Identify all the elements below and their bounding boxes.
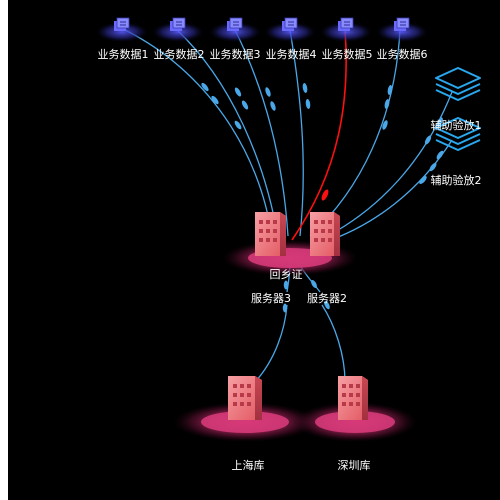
data-source-node[interactable] xyxy=(152,17,204,42)
flow-particle xyxy=(419,176,427,184)
diagram-canvas: 业务数据1 业务数据2 业务数据3 业务数据4 业务数据5 业务数据6 辅助验放… xyxy=(96,17,482,472)
data-source-label: 业务数据5 xyxy=(322,47,373,61)
building-icon xyxy=(255,212,286,256)
database-stack-icon xyxy=(227,17,243,31)
hub-node[interactable] xyxy=(222,212,358,276)
data-source-node[interactable] xyxy=(264,17,316,42)
layer-stack-icon xyxy=(435,67,481,101)
flow-particle xyxy=(270,101,276,111)
flow-particle xyxy=(382,120,388,130)
store-label: 上海库 xyxy=(232,458,265,472)
data-source-node[interactable] xyxy=(96,17,148,42)
flow-particle xyxy=(436,150,444,160)
aux-node[interactable] xyxy=(435,67,481,101)
flow-particle xyxy=(241,100,249,110)
flow-particle xyxy=(424,135,432,145)
flow-particles-highlight xyxy=(321,189,329,201)
data-source-node[interactable] xyxy=(320,17,372,42)
data-source-node[interactable] xyxy=(209,17,261,42)
database-stack-icon xyxy=(114,17,130,31)
data-source-label: 业务数据3 xyxy=(210,47,261,61)
link-server3-shanghai xyxy=(254,304,288,383)
flow-particle xyxy=(283,280,289,290)
data-source-label: 业务数据2 xyxy=(154,47,205,61)
aux-node[interactable] xyxy=(435,117,481,151)
layer-stack-icon xyxy=(435,117,481,151)
flow-particle xyxy=(265,87,271,97)
building-icon xyxy=(338,376,368,420)
link-aux1-hub xyxy=(319,91,453,241)
link-data5-hub xyxy=(291,29,347,241)
flow-particle xyxy=(234,87,242,97)
aux-nodes xyxy=(435,67,481,151)
server-label: 服务器2 xyxy=(307,292,347,305)
topology-diagram: 业务数据1 业务数据2 业务数据3 业务数据4 业务数据5 业务数据6 辅助验放… xyxy=(8,0,500,500)
data-source-nodes xyxy=(96,17,428,42)
data-source-label: 业务数据1 xyxy=(98,47,149,61)
links xyxy=(124,29,453,383)
flow-particle xyxy=(211,95,219,105)
store-node-shenzhen[interactable] xyxy=(293,376,417,442)
database-stack-icon xyxy=(282,17,298,31)
store-node-shanghai[interactable] xyxy=(173,376,317,442)
flow-particle xyxy=(201,82,209,92)
flow-particle xyxy=(305,99,311,109)
flow-particle xyxy=(429,162,437,172)
server-label: 服务器3 xyxy=(251,292,291,305)
link-data2-hub xyxy=(176,29,279,239)
store-label: 深圳库 xyxy=(338,459,371,472)
link-data1-hub xyxy=(124,29,273,239)
data-source-node[interactable] xyxy=(376,17,428,42)
flow-particle xyxy=(302,83,308,93)
flow-particle xyxy=(324,300,330,310)
database-stack-icon xyxy=(394,17,410,31)
aux-label: 辅助验放2 xyxy=(431,173,482,187)
flow-particle xyxy=(234,120,242,130)
flow-particle xyxy=(384,99,390,109)
building-icon xyxy=(310,212,340,256)
flow-particle xyxy=(387,85,393,95)
link-data3-hub xyxy=(234,29,289,237)
flow-particle xyxy=(437,117,443,127)
node-labels: 业务数据1 业务数据2 业务数据3 业务数据4 业务数据5 业务数据6 辅助验放… xyxy=(98,47,482,472)
flow-particle xyxy=(282,303,288,313)
flow-particles xyxy=(201,82,444,313)
flow-particle xyxy=(311,279,317,289)
database-stack-icon xyxy=(170,17,186,31)
building-icon xyxy=(228,376,262,420)
data-source-label: 业务数据6 xyxy=(377,47,428,61)
database-stack-icon xyxy=(338,17,354,31)
link-server2-shenzhen xyxy=(321,304,346,383)
flow-particle xyxy=(321,189,329,201)
aux-label: 辅助验放1 xyxy=(431,118,482,132)
link-data4-hub xyxy=(289,29,304,237)
hub-label: 回乡证 xyxy=(270,268,303,281)
data-source-label: 业务数据4 xyxy=(266,47,317,61)
